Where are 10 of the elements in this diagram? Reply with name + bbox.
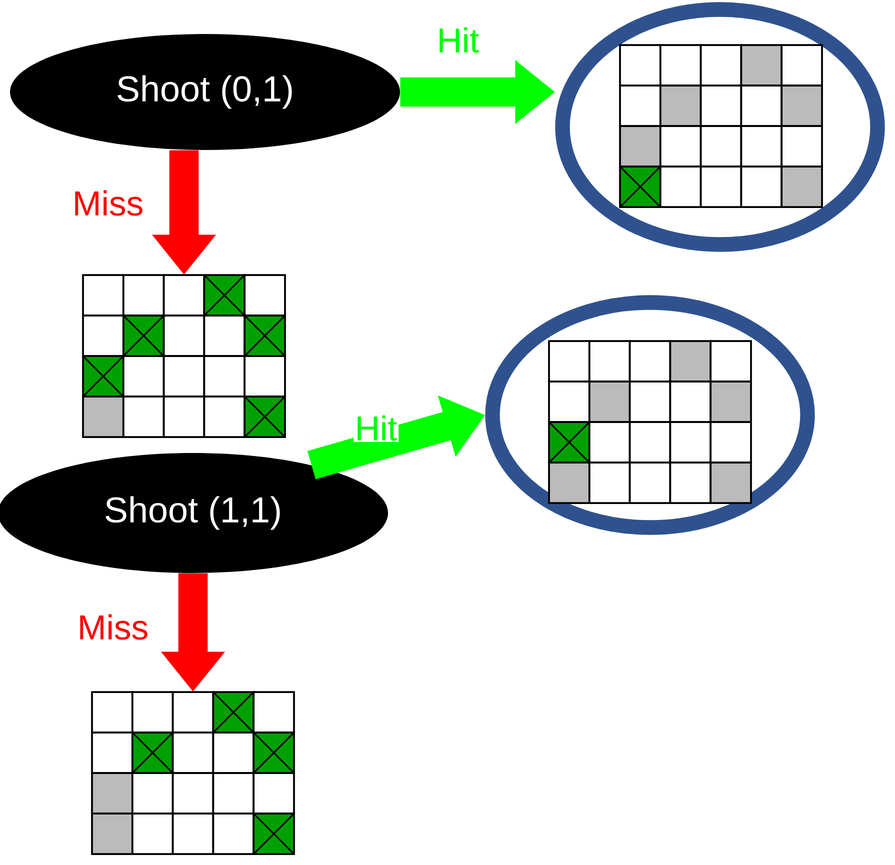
edge-label: Miss [76,612,150,642]
ellipse [555,2,885,252]
ellipse [485,295,815,535]
grid-drawing [82,274,286,438]
grid-drawing [619,44,823,208]
grid-drawing [91,691,295,855]
edge-label: Hit [354,414,399,442]
edge-label: Hit [436,26,481,54]
grid-drawing [548,340,752,504]
edge-label: Miss [71,188,145,218]
